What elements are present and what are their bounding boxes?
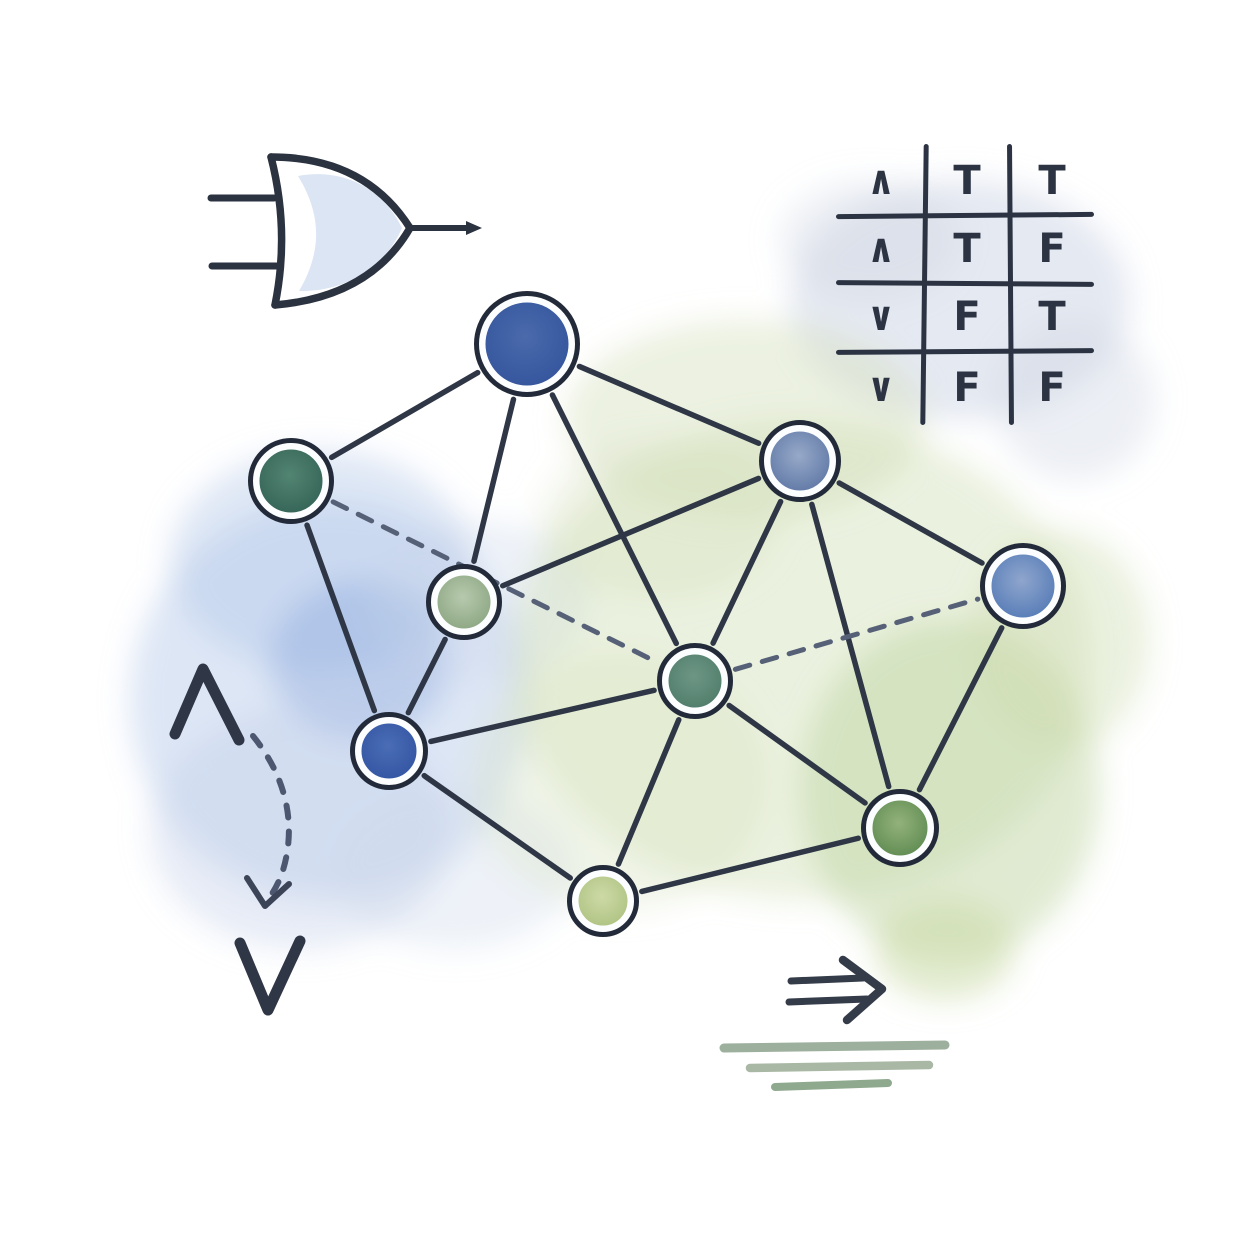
graph-edge-green-lower-right-lightgreen-bottom xyxy=(639,835,861,895)
truth-table-cell-r0c1: T xyxy=(953,158,981,204)
logic-gate-icon xyxy=(207,153,482,309)
graph-edge-blue-top-teal-center xyxy=(549,392,680,647)
graph-edge-blue-top-sage-middle xyxy=(471,396,517,564)
graph-edge-dashed-teal-center-blue-right xyxy=(732,596,981,672)
truth-table-cell-r3c1: F xyxy=(953,364,981,411)
truth-table-cell-r3c2: F xyxy=(1038,364,1066,411)
graph-edge-blue-upper-right-teal-center xyxy=(710,498,784,646)
graph-node-blue-upper-right xyxy=(759,420,841,502)
truth-table-cell-r2c2: T xyxy=(1038,294,1066,340)
truth-table-cell-r2c0: ∨ xyxy=(867,293,895,341)
graph-node-green-left xyxy=(248,438,334,524)
graph-node-blue-right xyxy=(980,543,1066,629)
truth-table-cell-r1c0: ∧ xyxy=(867,225,895,273)
truth-table-cell-r0c0: ∧ xyxy=(867,157,895,205)
graph-edge-blue-upper-right-green-lower-right xyxy=(809,501,892,790)
graph-node-blue-top xyxy=(474,291,580,397)
graph-edge-blue-upper-right-sage-middle xyxy=(499,475,762,589)
graph-edges xyxy=(304,363,1005,895)
graph-edge-blue-right-green-lower-right xyxy=(916,625,1005,793)
graph-node-blue-lower-left xyxy=(350,712,428,790)
graph-edge-blue-top-blue-upper-right xyxy=(576,363,762,447)
graph-edge-teal-center-green-lower-right xyxy=(726,702,868,806)
truth-table-cell-r1c1: T xyxy=(953,226,981,272)
watercolor-washes xyxy=(130,180,1155,1000)
graph-node-lightgreen-bottom xyxy=(567,865,639,937)
graph-node-teal-center xyxy=(657,643,733,719)
graph-edge-teal-center-lightgreen-bottom xyxy=(615,716,682,867)
watercolor-underline-strokes xyxy=(719,1040,950,1091)
truth-table-cell-r1c2: F xyxy=(1038,226,1066,272)
graph-edge-sage-middle-blue-lower-left xyxy=(405,636,448,716)
graph-edge-blue-top-green-left xyxy=(328,369,481,461)
graph-nodes xyxy=(248,291,1066,937)
graph-edge-blue-lower-left-lightgreen-bottom xyxy=(421,772,573,881)
graph-node-green-lower-right xyxy=(861,789,939,867)
implies-arrow-icon xyxy=(785,955,887,1025)
truth-table-cell-r3c0: ∨ xyxy=(867,363,895,412)
truth-table-cell-r0c2: T xyxy=(1038,158,1066,204)
graph-node-sage-middle xyxy=(426,564,502,640)
graph-edge-green-left-blue-lower-left xyxy=(304,522,378,714)
and-symbol-icon xyxy=(169,663,245,746)
or-symbol-icon xyxy=(234,935,306,1016)
dashed-curved-arrow-icon xyxy=(244,733,292,909)
graph-edge-teal-center-blue-lower-left xyxy=(428,687,657,745)
truth-table-cell-r2c1: F xyxy=(953,294,981,340)
graph-edge-blue-upper-right-blue-right xyxy=(836,480,985,566)
